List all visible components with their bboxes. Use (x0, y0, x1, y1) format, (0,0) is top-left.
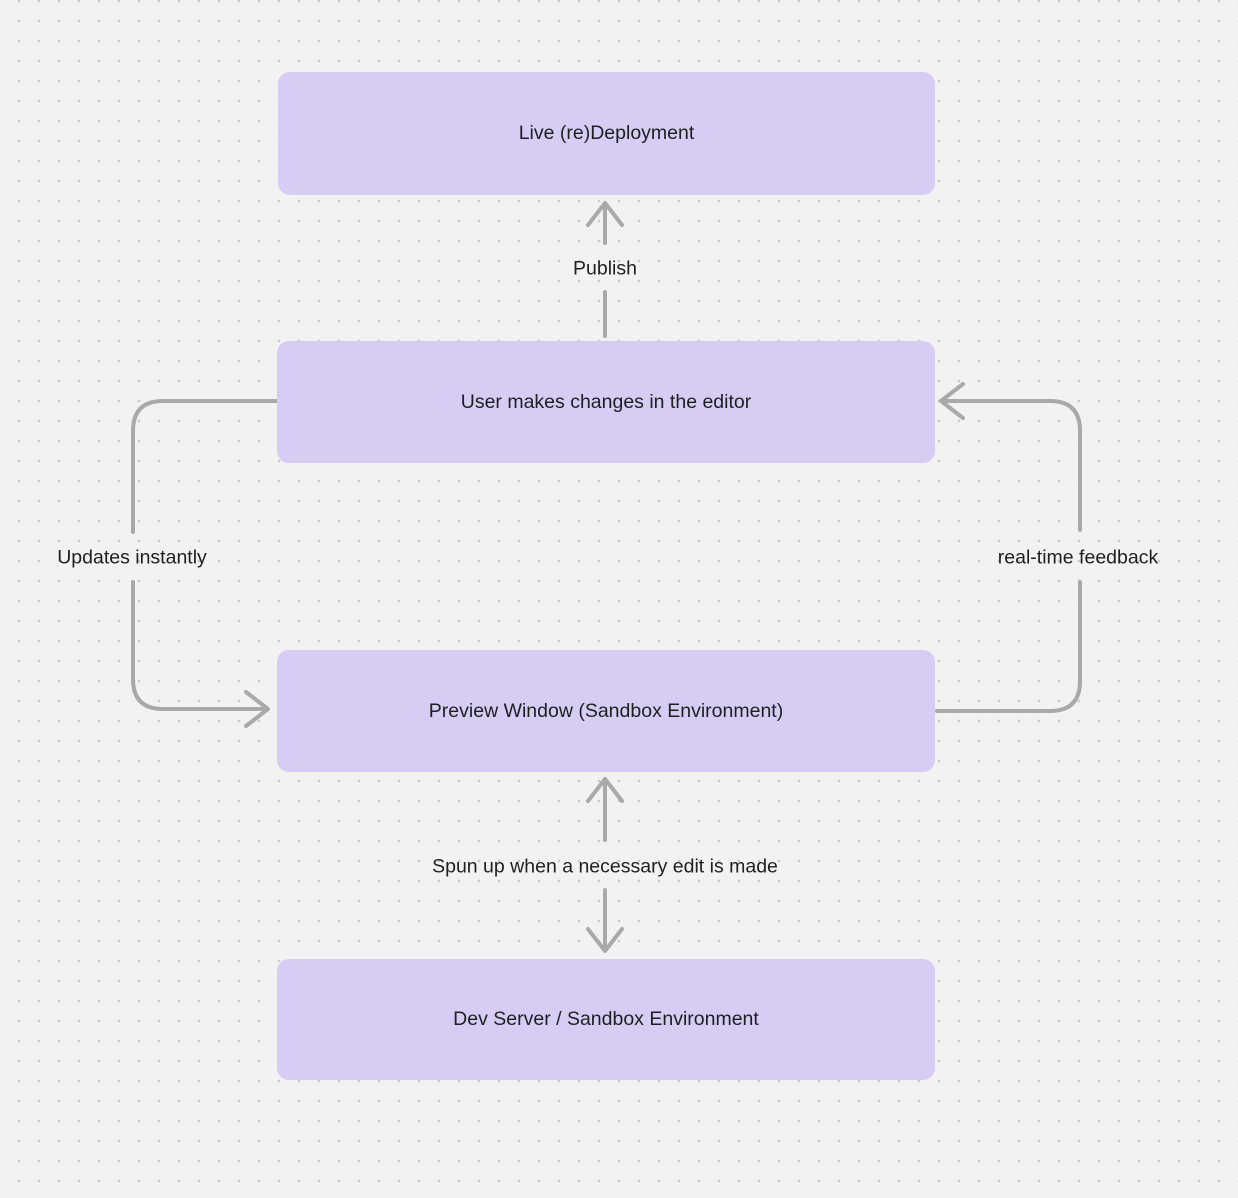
arrowhead-up-icon (586, 201, 624, 227)
node-preview-window[interactable]: Preview Window (Sandbox Environment) (277, 650, 935, 772)
edge-label-publish: Publish (573, 257, 637, 280)
arrowhead-up-icon (586, 777, 624, 803)
node-dev-server[interactable]: Dev Server / Sandbox Environment (277, 959, 935, 1080)
arrowhead-left-icon (939, 382, 965, 420)
arrowhead-right-icon (244, 690, 270, 728)
edge-label-updates-instantly: Updates instantly (57, 546, 207, 569)
edge-label-spun-up: Spun up when a necessary edit is made (432, 855, 778, 878)
node-label: User makes changes in the editor (460, 390, 752, 413)
edge-label-real-time-feedback: real-time feedback (997, 546, 1159, 569)
node-live-deployment[interactable]: Live (re)Deployment (278, 72, 935, 195)
node-label: Dev Server / Sandbox Environment (453, 1008, 759, 1031)
node-editor-changes[interactable]: User makes changes in the editor (277, 341, 935, 463)
node-label: Live (re)Deployment (518, 122, 695, 145)
arrowhead-down-icon (586, 927, 624, 953)
node-label: Preview Window (Sandbox Environment) (428, 699, 784, 722)
